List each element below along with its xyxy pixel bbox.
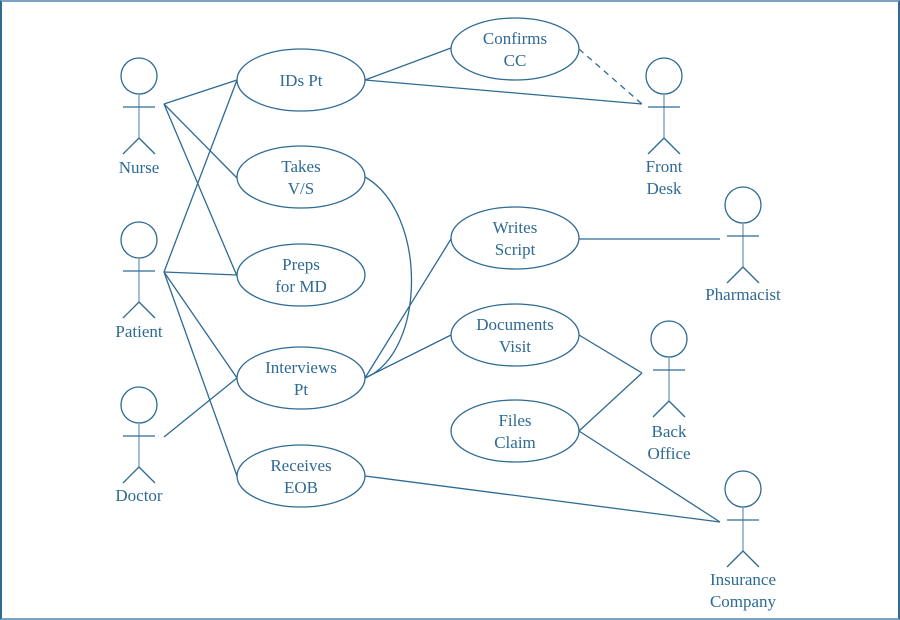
actor-left-leg [122, 301, 140, 319]
use-case-ellipse [236, 48, 366, 112]
actor-label: Company [710, 592, 777, 611]
association-takesvs-interviews [364, 176, 412, 379]
use-case-ellipse [450, 399, 580, 463]
actor-left-leg [122, 466, 140, 484]
use-case-label: EOB [284, 478, 318, 497]
use-case-ellipse [236, 145, 366, 209]
use-case-label: Receives [270, 456, 331, 475]
association-receives-insurance [364, 475, 721, 523]
use-case-ellipse [450, 303, 580, 367]
association-patient-idspt [163, 79, 238, 273]
association-patient-prepsmd [163, 271, 238, 276]
association-interviews-writes [364, 238, 452, 379]
actor-label: Back [652, 422, 687, 441]
association-nurse-idspt [163, 79, 238, 105]
actor-label: Desk [647, 179, 682, 198]
use-case-label: Files [498, 411, 531, 430]
use-case-ellipse [236, 346, 366, 410]
actor-label: Pharmacist [705, 285, 781, 304]
use-case-label: for MD [275, 277, 326, 296]
actor-right-leg [138, 466, 156, 484]
actor-head-icon [724, 186, 762, 224]
actor-pharmacist[interactable]: Pharmacist [705, 186, 781, 304]
actor-right-leg [138, 301, 156, 319]
actor-label: Office [647, 444, 690, 463]
actor-left-leg [726, 266, 744, 284]
actor-right-leg [138, 137, 156, 155]
association-files-backoffice [578, 372, 643, 432]
use-case-ellipse [450, 206, 580, 270]
use-case-label: Writes [493, 218, 538, 237]
actor-head-icon [120, 386, 158, 424]
actor-right-leg [742, 550, 760, 568]
use-case-prepsmd[interactable]: Preps for MD [236, 243, 366, 307]
use-case-label: V/S [288, 179, 314, 198]
actor-head-icon [645, 57, 683, 95]
use-case-label: Documents [476, 315, 553, 334]
association-interviews-documents [364, 334, 452, 379]
association-confirms-frontdesk [578, 48, 643, 105]
actor-left-leg [726, 550, 744, 568]
actor-doctor[interactable]: Doctor [115, 386, 163, 505]
actor-left-leg [122, 137, 140, 155]
actor-right-leg [668, 400, 686, 418]
use-case-label: Interviews [265, 358, 337, 377]
association-idspt-frontdesk [364, 79, 643, 105]
actor-left-leg [647, 137, 665, 155]
association-idspt-confirms [364, 47, 452, 81]
actor-nurse[interactable]: Nurse [119, 57, 160, 177]
actor-label: Patient [115, 322, 162, 341]
use-case-idspt[interactable]: IDs Pt [236, 48, 366, 112]
use-case-label: Takes [281, 157, 320, 176]
actor-head-icon [724, 470, 762, 508]
association-patient-interviews [163, 271, 238, 379]
use-case-label: Script [495, 240, 536, 259]
use-case-ellipse [450, 17, 580, 81]
use-case-ellipse [236, 243, 366, 307]
association-doctor-interviews [163, 377, 238, 438]
association-nurse-takesvs [163, 103, 238, 179]
use-case-label: Visit [499, 337, 531, 356]
actor-right-leg [663, 137, 681, 155]
use-case-ellipse [236, 444, 366, 508]
actor-label: Doctor [115, 486, 163, 505]
association-documents-backoffice [578, 334, 643, 374]
use-case-label: Pt [294, 380, 308, 399]
actor-head-icon [120, 57, 158, 95]
use-case-label: Preps [282, 255, 320, 274]
association-files-insurance [578, 430, 721, 523]
actor-right-leg [742, 266, 760, 284]
actor-label: Nurse [119, 158, 160, 177]
actor-head-icon [120, 221, 158, 259]
association-nurse-prepsmd [163, 103, 238, 277]
use-case-label: Confirms [483, 29, 547, 48]
use-case-label: IDs Pt [280, 71, 323, 90]
actor-label: Front [646, 157, 683, 176]
use-case-label: Claim [494, 433, 536, 452]
association-patient-receives [163, 271, 238, 477]
actor-left-leg [652, 400, 670, 418]
actor-patient[interactable]: Patient [115, 221, 163, 341]
actor-label: Insurance [710, 570, 776, 589]
use-case-label: CC [504, 51, 527, 70]
actor-head-icon [650, 320, 688, 358]
